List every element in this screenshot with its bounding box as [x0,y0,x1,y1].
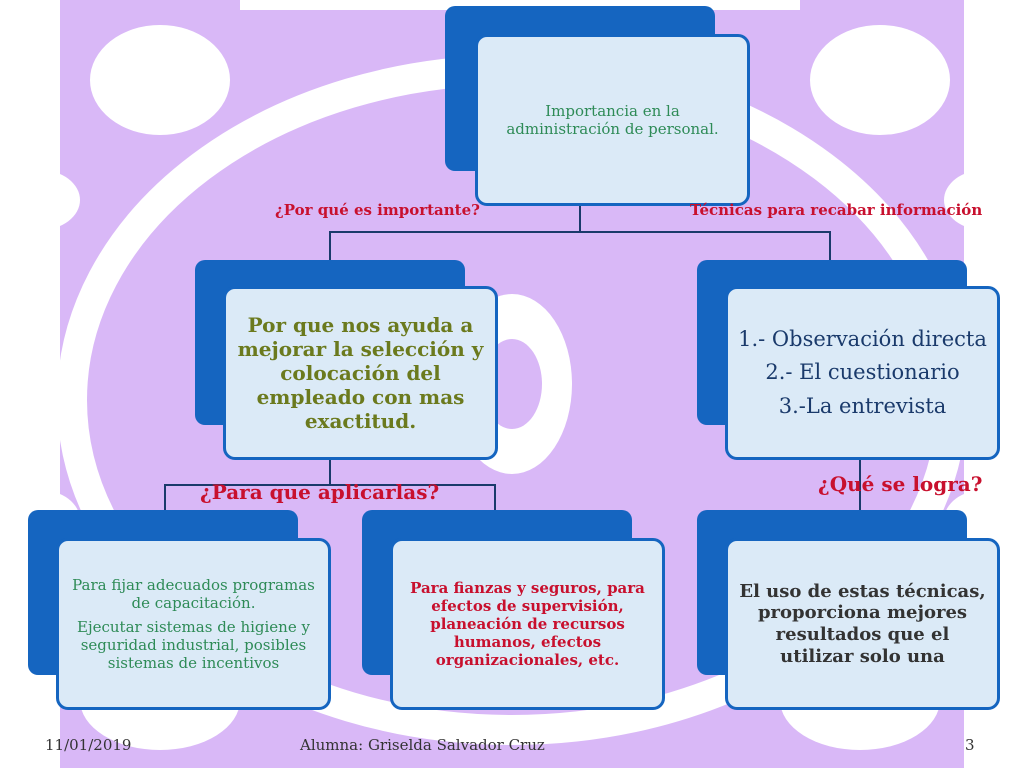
bottom-right-node: El uso de estas técnicas, proporciona me… [697,510,1000,710]
branch-label-right: Técnicas para recabar información [690,201,983,219]
bottom-right-text: El uso de estas técnicas, proporciona me… [739,580,986,667]
branch-label-left: ¿Por qué es importante? [275,201,480,219]
bottom-left-line2: Ejecutar sistemas de higiene y seguridad… [77,618,310,672]
right-node: 1.- Observación directa 2.- El cuestiona… [697,260,1000,460]
branch-label-mid-right: ¿Qué se logra? [818,472,983,496]
footer-author: Alumna: Griselda Salvador Cruz [300,736,545,754]
bottom-left-node: Para fijar adecuados programas de capaci… [28,510,331,710]
technique-item-2: 2.- El cuestionario [765,360,960,385]
bottom-mid-text: Para fianzas y seguros, para efectos de … [410,579,645,669]
left-node-text: Por que nos ayuda a mejorar la selección… [237,313,484,433]
root-text: Importancia en la administración de pers… [506,102,719,138]
technique-item-1: 1.- Observación directa [738,327,987,352]
footer-page-number: 3 [965,736,975,754]
footer-date: 11/01/2019 [45,736,132,754]
root-node: Importancia en la administración de pers… [445,6,750,206]
technique-item-3: 3.-La entrevista [778,393,947,418]
bottom-mid-node: Para fianzas y seguros, para efectos de … [362,510,665,710]
left-node: Por que nos ayuda a mejorar la selección… [195,260,498,460]
bottom-left-line1: Para fijar adecuados programas de capaci… [72,576,315,612]
branch-label-mid-left: ¿Para que aplicarlas? [200,480,440,504]
